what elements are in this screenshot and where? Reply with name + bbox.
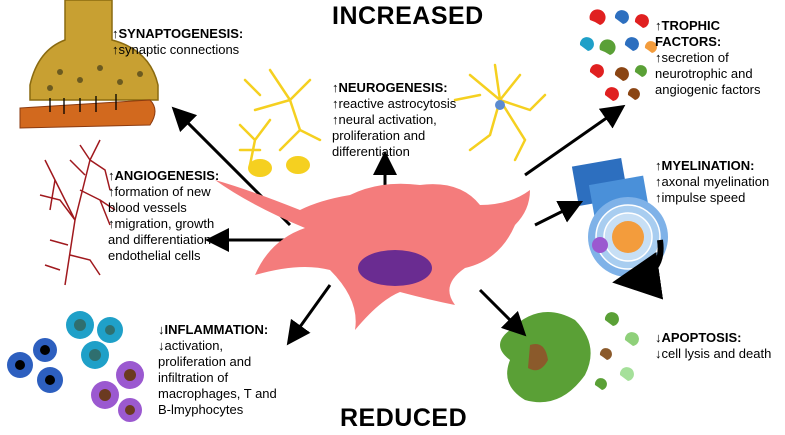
angiogenesis-header: ANGIOGENESIS:: [114, 168, 220, 183]
trophic-line: angiogenic factors: [655, 82, 761, 97]
angiogenesis-line: blood vessels: [108, 200, 187, 215]
trophic-header: TROPHIC FACTORS:: [655, 18, 722, 49]
neurogenesis-line: differentiation: [332, 144, 410, 159]
angiogenesis-line: ↑formation of new: [108, 184, 211, 199]
inflammation-line: infiltration of: [158, 370, 229, 385]
direction-arrow: ↑: [332, 80, 339, 95]
immune-cells-illustration: [7, 311, 144, 422]
angiogenesis-line: and differentiation of: [108, 232, 226, 247]
astrocyte-nucleus: [495, 100, 505, 110]
astrocyte-body: [286, 156, 310, 174]
apoptosis-header: APOPTOSIS:: [661, 330, 742, 345]
reduced-title: REDUCED: [340, 404, 468, 432]
myelination-label: ↑MYELINATION: ↑axonal myelination ↑impul…: [655, 158, 769, 206]
increased-title: INCREASED: [332, 2, 484, 30]
trophic-line: neurotrophic and: [655, 66, 753, 81]
neurogenesis-line: proliferation and: [332, 128, 426, 143]
angiogenesis-line: endothelial cells: [108, 248, 201, 263]
apoptotic-cell-illustration: [500, 312, 639, 403]
neurogenesis-label: ↑NEUROGENESIS: ↑reactive astrocytosis ↑n…: [332, 80, 456, 160]
myelination-header: MYELINATION:: [661, 158, 755, 173]
blood-vessel-illustration: [39, 139, 116, 286]
synapse-illustration: [19, 0, 159, 129]
myelin-illustration: [571, 157, 668, 300]
direction-arrow: ↑: [108, 168, 115, 183]
trophic-line: ↑secretion of: [655, 50, 729, 65]
angiogenesis-label: ↑ANGIOGENESIS: ↑formation of new blood v…: [108, 168, 226, 264]
trophic-factors-label: ↑TROPHIC FACTORS: ↑secretion of neurotro…: [655, 18, 785, 98]
apoptosis-label: ↓APOPTOSIS: ↓cell lysis and death: [655, 330, 771, 362]
synaptogenesis-label: ↑SYNAPTOGENESIS: ↑synaptic connections: [112, 26, 243, 58]
inflammation-line: proliferation and: [158, 354, 252, 369]
direction-arrow: ↑: [112, 26, 119, 41]
inflammation-line: ↓activation,: [158, 338, 224, 353]
angiogenesis-line: ↑migration, growth: [108, 216, 215, 231]
direction-arrow: ↓: [158, 322, 165, 337]
neurogenesis-line: ↑neural activation,: [332, 112, 437, 127]
myelination-line: ↑axonal myelination: [655, 174, 770, 189]
inflammation-label: ↓INFLAMMATION: ↓activation, proliferatio…: [158, 322, 277, 418]
myelination-line: ↑impulse speed: [655, 190, 746, 205]
direction-arrow: ↓: [655, 330, 662, 345]
synaptogenesis-header: SYNAPTOGENESIS:: [118, 26, 244, 41]
neurogenesis-line: ↑reactive astrocytosis: [332, 96, 457, 111]
trophic-factors-illustration: [579, 9, 657, 101]
direction-arrow: ↑: [655, 158, 662, 173]
apoptosis-line: ↓cell lysis and death: [655, 346, 772, 361]
central-stem-cell: [215, 180, 530, 330]
direction-arrow: ↑: [655, 18, 662, 33]
astrocyte-body: [248, 159, 272, 177]
inflammation-line: macrophages, T and: [158, 386, 277, 401]
inflammation-header: INFLAMMATION:: [164, 322, 269, 337]
synaptogenesis-line: ↑synaptic connections: [112, 42, 240, 57]
neurogenesis-header: NEUROGENESIS:: [338, 80, 448, 95]
inflammation-line: B-lmyphocytes: [158, 402, 244, 417]
